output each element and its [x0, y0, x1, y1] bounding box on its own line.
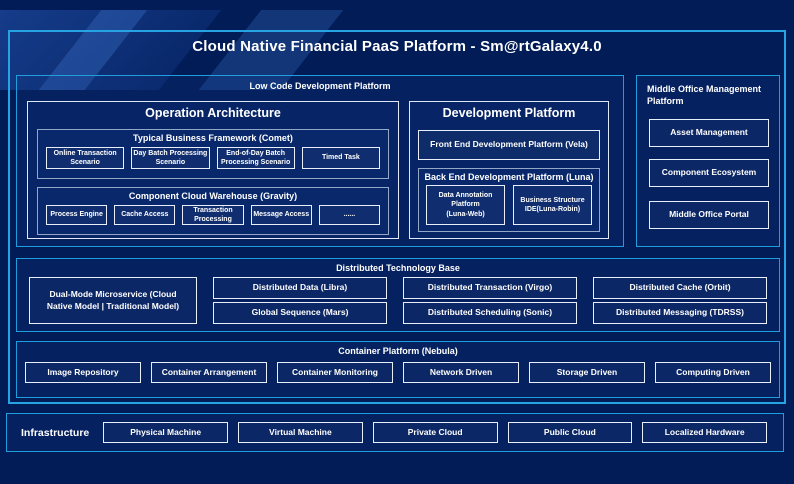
- back-end-title: Back End Development Platform (Luna): [424, 172, 594, 182]
- distributed-scheduling-box: Distributed Scheduling (Sonic): [403, 302, 577, 324]
- typical-business-framework-panel: Typical Business Framework (Comet) Onlin…: [37, 129, 389, 179]
- middle-office-portal-box: Middle Office Portal: [649, 201, 769, 229]
- comet-item: Day Batch Processing Scenario: [131, 147, 210, 169]
- physical-machine-box: Physical Machine: [103, 422, 229, 443]
- container-platform-label: Container Platform (Nebula): [338, 346, 458, 356]
- low-code-development-platform-panel: Low Code Development Platform Operation …: [16, 75, 624, 247]
- front-end-development-platform-box: Front End Development Platform (Vela): [418, 130, 600, 160]
- distributed-transaction-box: Distributed Transaction (Virgo): [403, 277, 577, 299]
- data-annotation-platform-box: Data Annotation Platform (Luna-Web): [426, 185, 505, 225]
- comet-item: Timed Task: [301, 147, 380, 169]
- box-line: Data Annotation Platform: [438, 192, 493, 209]
- box-line: (Luna-Web): [446, 210, 485, 218]
- distributed-column: Distributed Data (Libra) Global Sequence…: [213, 277, 387, 324]
- page-title: Cloud Native Financial PaaS Platform - S…: [192, 38, 602, 55]
- comet-items-row: Online Transaction Scenario Day Batch Pr…: [38, 143, 388, 169]
- gravity-item: ......: [318, 205, 381, 225]
- comet-item: Online Transaction Scenario: [46, 147, 125, 169]
- private-cloud-box: Private Cloud: [372, 422, 498, 443]
- middle-office-management-panel: Middle Office Management Platform Asset …: [636, 75, 780, 247]
- gravity-item: Transaction Processing: [182, 205, 244, 225]
- network-driven-box: Network Driven: [403, 362, 519, 383]
- distributed-technology-base-panel: Distributed Technology Base Dual-Mode Mi…: [16, 258, 780, 332]
- development-platform-panel: Development Platform Front End Developme…: [409, 101, 609, 239]
- localized-hardware-box: Localized Hardware: [642, 422, 768, 443]
- gravity-item: Message Access: [250, 205, 312, 225]
- distributed-column: Distributed Transaction (Virgo) Distribu…: [403, 277, 577, 324]
- box-line: Business Structure: [520, 196, 585, 204]
- distributed-column: Distributed Cache (Orbit) Distributed Me…: [593, 277, 767, 324]
- gravity-item: Cache Access: [114, 205, 176, 225]
- container-platform-row: Image Repository Container Arrangement C…: [17, 356, 779, 383]
- back-end-development-platform-panel: Back End Development Platform (Luna) Dat…: [418, 168, 600, 232]
- asset-management-box: Asset Management: [649, 119, 769, 147]
- container-arrangement-box: Container Arrangement: [151, 362, 267, 383]
- low-code-panel-label: Low Code Development Platform: [249, 81, 391, 91]
- comet-item: End-of-Day Batch Processing Scenario: [216, 147, 295, 169]
- distributed-cache-box: Distributed Cache (Orbit): [593, 277, 767, 299]
- component-ecosystem-box: Component Ecosystem: [649, 159, 769, 187]
- gravity-item: Process Engine: [46, 205, 108, 225]
- container-monitoring-box: Container Monitoring: [277, 362, 393, 383]
- box-line: IDE(Luna-Robin): [524, 206, 581, 213]
- gravity-items-row: Process Engine Cache Access Transaction …: [38, 201, 388, 225]
- distributed-data-box: Distributed Data (Libra): [213, 277, 387, 299]
- computing-driven-box: Computing Driven: [655, 362, 771, 383]
- distributed-messaging-box: Distributed Messaging (TDRSS): [593, 302, 767, 324]
- global-sequence-box: Global Sequence (Mars): [213, 302, 387, 324]
- infrastructure-label: Infrastructure: [21, 426, 90, 439]
- infrastructure-row: Physical Machine Virtual Machine Private…: [103, 422, 783, 443]
- business-structure-ide-box: Business Structure IDE(Luna-Robin): [513, 185, 592, 225]
- infrastructure-panel: Infrastructure Physical Machine Virtual …: [6, 413, 784, 452]
- container-platform-panel: Container Platform (Nebula) Image Reposi…: [16, 341, 780, 398]
- back-end-items-row: Data Annotation Platform (Luna-Web) Busi…: [419, 182, 599, 225]
- development-platform-title: Development Platform: [442, 106, 576, 120]
- operation-architecture-title: Operation Architecture: [145, 106, 281, 120]
- dual-mode-microservice-box: Dual-Mode Microservice (Cloud Native Mod…: [29, 277, 197, 324]
- public-cloud-box: Public Cloud: [507, 422, 633, 443]
- virtual-machine-box: Virtual Machine: [238, 422, 363, 443]
- distributed-content-row: Dual-Mode Microservice (Cloud Native Mod…: [17, 273, 779, 324]
- storage-driven-box: Storage Driven: [529, 362, 645, 383]
- distributed-panel-label: Distributed Technology Base: [336, 263, 460, 273]
- gravity-title: Component Cloud Warehouse (Gravity): [128, 191, 298, 201]
- image-repository-box: Image Repository: [25, 362, 141, 383]
- middle-office-title: Middle Office Management Platform: [647, 84, 762, 106]
- operation-architecture-panel: Operation Architecture Typical Business …: [27, 101, 399, 239]
- comet-title: Typical Business Framework (Comet): [133, 133, 293, 143]
- component-cloud-warehouse-panel: Component Cloud Warehouse (Gravity) Proc…: [37, 187, 389, 235]
- main-frame: [8, 30, 786, 404]
